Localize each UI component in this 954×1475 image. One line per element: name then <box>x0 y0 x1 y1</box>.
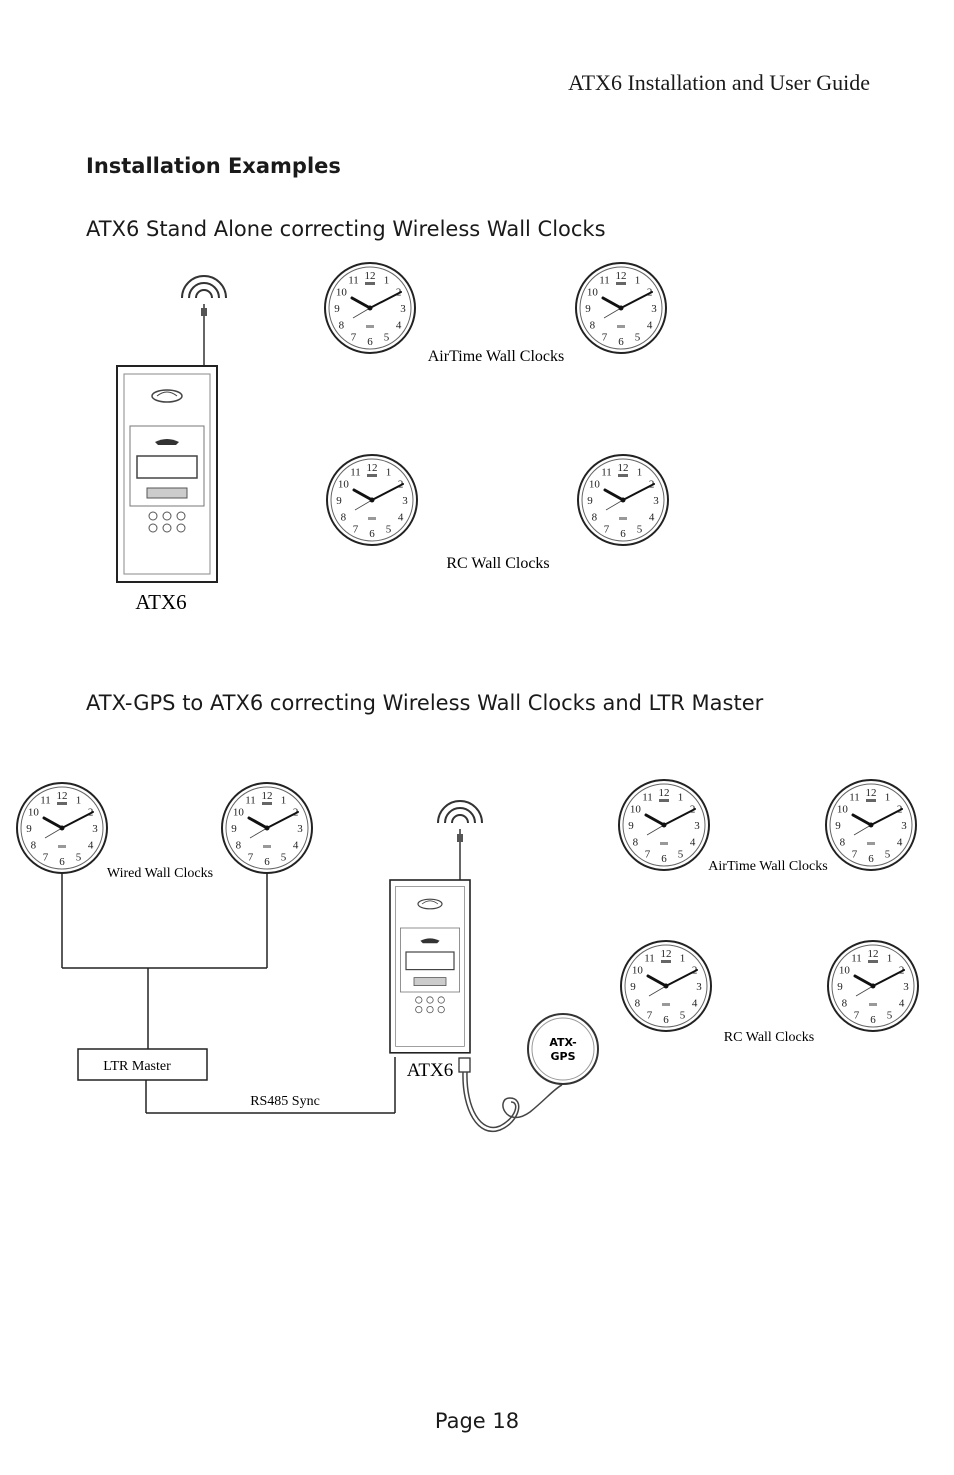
document-header: ATX6 Installation and User Guide <box>568 70 870 95</box>
ltr-master-label: LTR Master <box>103 1059 171 1074</box>
wall-clock <box>325 453 419 547</box>
atx-gps-receiver <box>527 1013 599 1085</box>
section-heading: Installation Examples <box>86 154 341 178</box>
diagram2: Wired Wall Clocks LTR Master RS485 Sync … <box>15 778 920 1133</box>
rc-clocks-label: RC Wall Clocks <box>446 555 549 572</box>
diagram2-caption: ATX-GPS to ATX6 correcting Wireless Wall… <box>86 691 764 715</box>
airtime-clocks-label: AirTime Wall Clocks <box>428 348 565 365</box>
atx6-label: ATX6 <box>407 1060 453 1081</box>
wired-connections <box>61 873 396 1114</box>
atx6-device <box>116 365 218 583</box>
diagram2-antenna <box>437 800 483 880</box>
page-number: Page 18 <box>434 1409 520 1433</box>
wired-clocks-label: Wired Wall Clocks <box>107 866 213 881</box>
wall-clock <box>574 261 668 355</box>
wall-clock <box>576 453 670 547</box>
gps-cable <box>462 1071 563 1133</box>
diagram1-caption: ATX6 Stand Alone correcting Wireless Wal… <box>86 217 606 241</box>
wall-clock <box>824 778 918 872</box>
diagram1-antenna <box>181 275 227 366</box>
rc-clocks-label: RC Wall Clocks <box>724 1030 814 1045</box>
rs485-sync-label: RS485 Sync <box>250 1094 320 1109</box>
atx6-device <box>389 879 471 1054</box>
wall-clock <box>617 778 711 872</box>
wall-clock <box>826 939 920 1033</box>
atx6-label: ATX6 <box>135 590 186 614</box>
ltr-master-box <box>77 1048 208 1081</box>
wall-clock <box>220 781 314 875</box>
gps-connector <box>458 1057 471 1073</box>
wall-clock <box>323 261 417 355</box>
wall-clock <box>15 781 109 875</box>
atx-gps-label-line2: GPS <box>550 1050 575 1063</box>
wall-clock <box>619 939 713 1033</box>
atx-gps-label-line1: ATX- <box>549 1036 576 1049</box>
diagram1: ATX6 AirTime Wall Clocks RC Wall Clocks <box>116 261 670 614</box>
airtime-clocks-label: AirTime Wall Clocks <box>708 859 827 874</box>
